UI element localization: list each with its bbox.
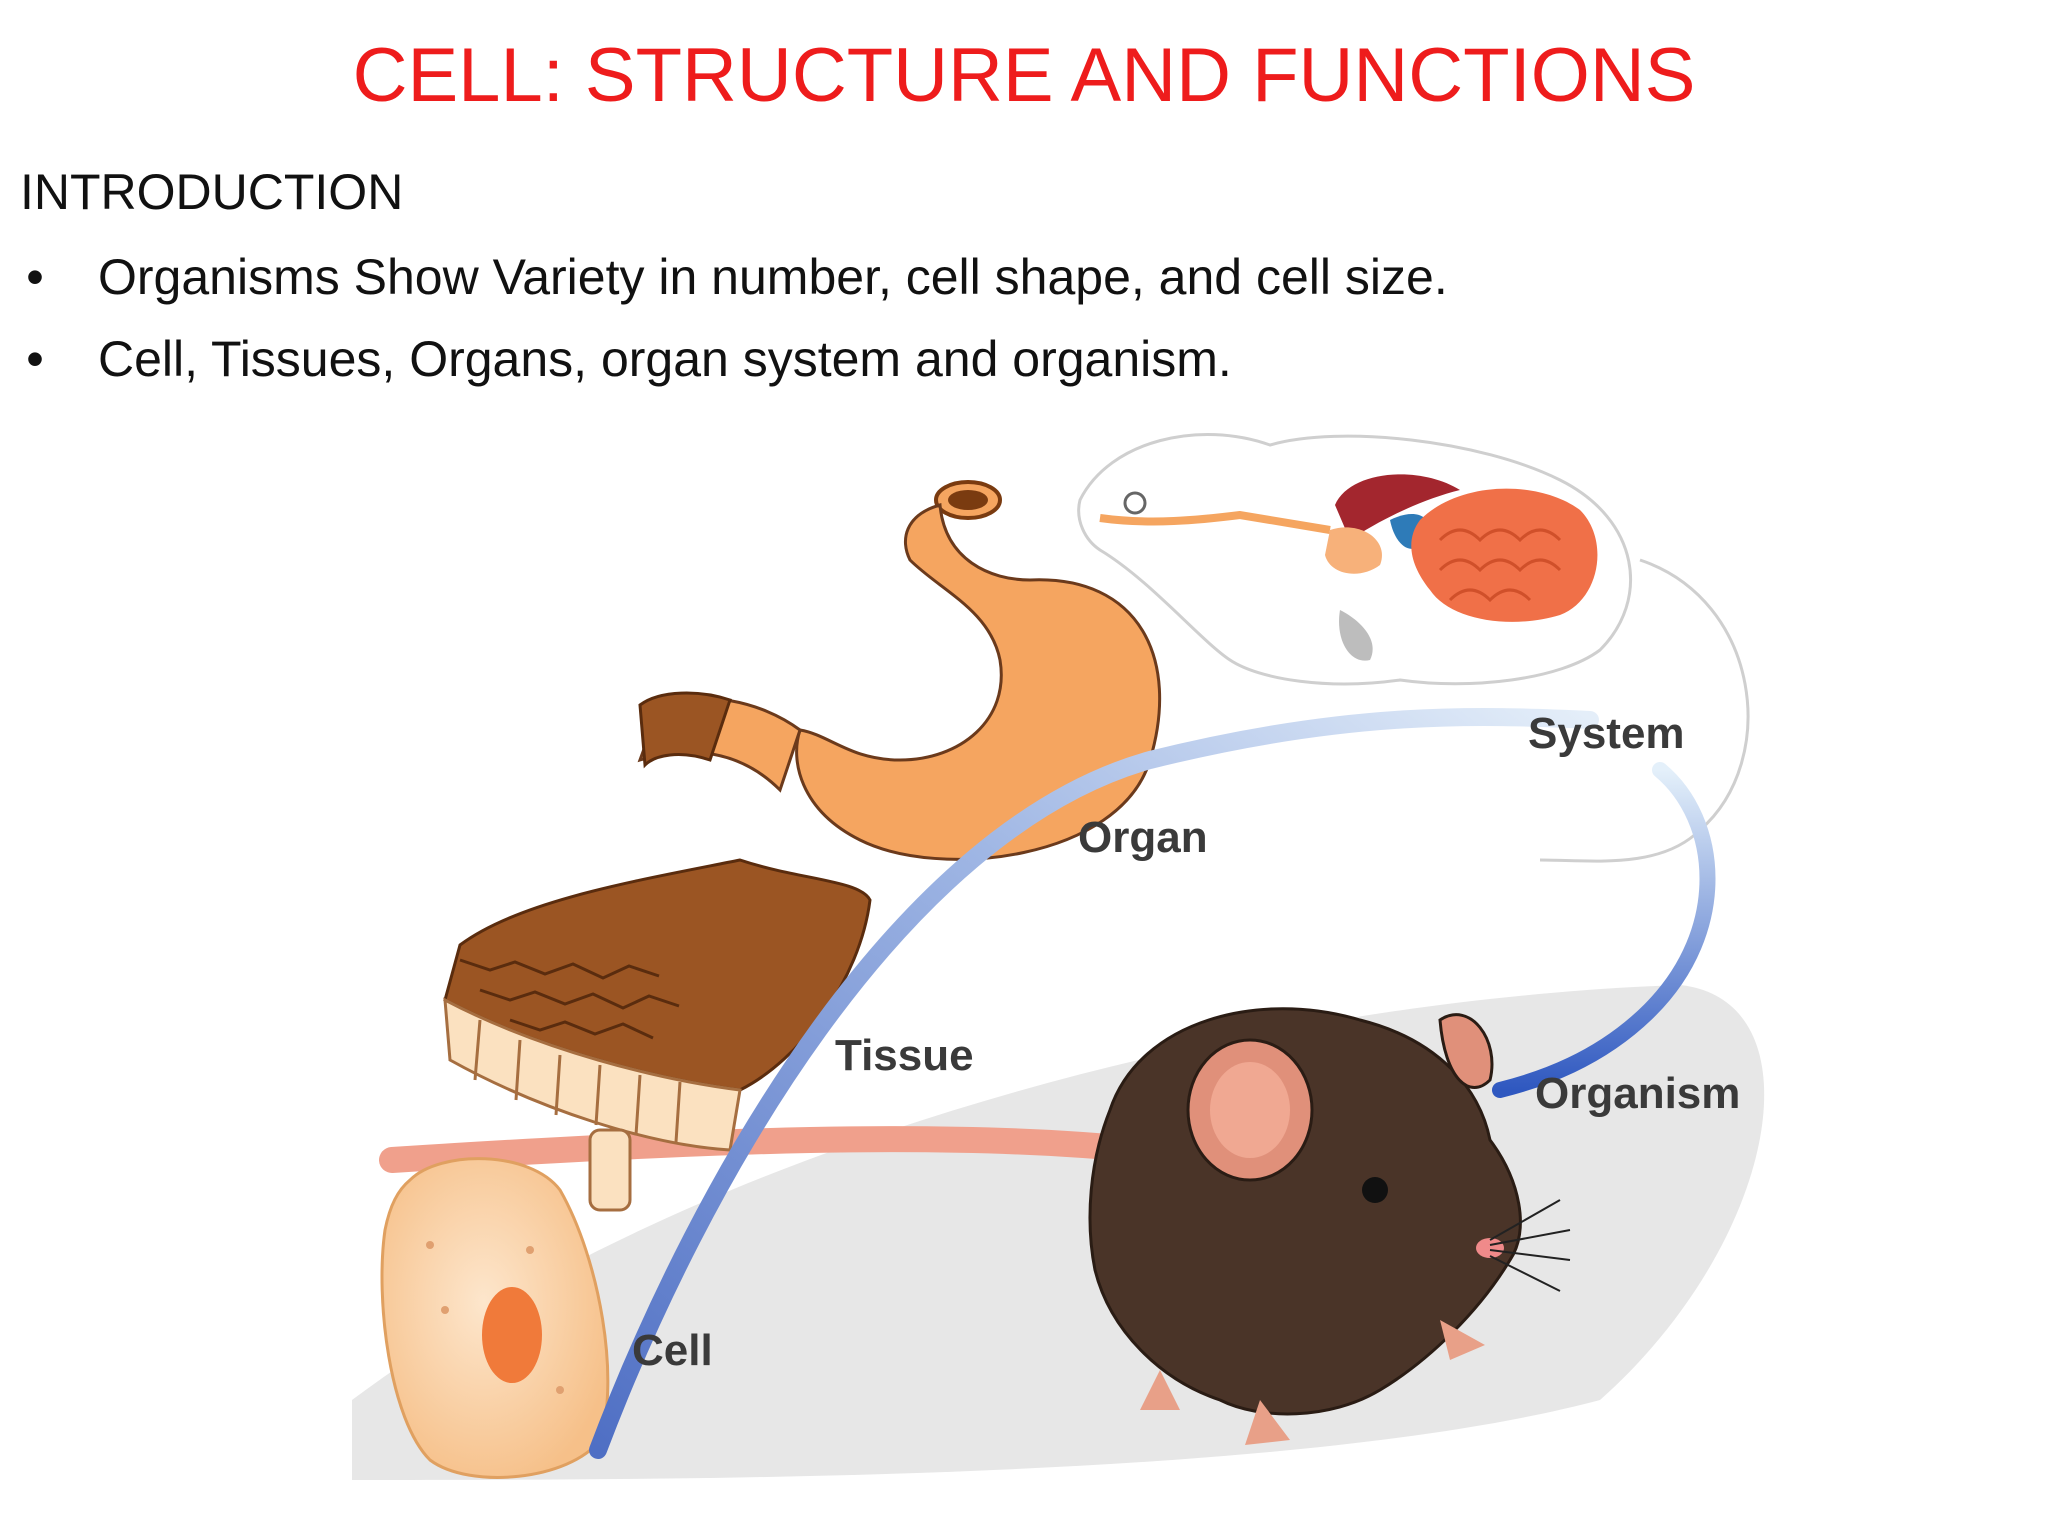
system-rat-illustration xyxy=(1077,433,1750,863)
rat-liver xyxy=(1335,474,1460,540)
mouse-tail xyxy=(379,1126,1153,1173)
bullet-list: • Organisms Show Variety in number, cell… xyxy=(20,236,1448,400)
mouse-nose xyxy=(1476,1238,1504,1258)
bullet-dot-icon: • xyxy=(26,331,44,387)
biological-organization-diagram: Cell Tissue Organ System Organism xyxy=(352,433,1765,1480)
rat-intestine xyxy=(1411,488,1598,622)
cell-illustration xyxy=(380,1157,610,1479)
bullet-item: • Cell, Tissues, Organs, organ system an… xyxy=(20,318,1448,400)
mouse-eye xyxy=(1362,1177,1388,1203)
slide-title: CELL: STRUCTURE AND FUNCTIONS xyxy=(352,33,1696,118)
stage-label-organism: Organism xyxy=(1535,1069,1740,1118)
section-heading: INTRODUCTION xyxy=(20,164,404,220)
stage-label-tissue: Tissue xyxy=(835,1031,974,1080)
organism-mouse-illustration xyxy=(1088,1007,1571,1445)
cell-nucleus xyxy=(482,1287,542,1383)
stage-label-system: System xyxy=(1528,709,1685,758)
progression-arrow-return xyxy=(1492,762,1716,1098)
bullet-dot-icon: • xyxy=(26,249,44,305)
progression-arrow xyxy=(589,707,1599,1459)
tissue-illustration xyxy=(443,858,872,1212)
stage-label-organ: Organ xyxy=(1078,813,1208,862)
bullet-text: Cell, Tissues, Organs, organ system and … xyxy=(98,331,1232,387)
bullet-text: Organisms Show Variety in number, cell s… xyxy=(98,249,1448,305)
rat-stomach xyxy=(1325,527,1382,574)
esophagus xyxy=(1099,510,1331,534)
organ-stomach-illustration xyxy=(637,480,1162,861)
bullet-item: • Organisms Show Variety in number, cell… xyxy=(20,236,1448,318)
stage-label-cell: Cell xyxy=(632,1326,713,1375)
